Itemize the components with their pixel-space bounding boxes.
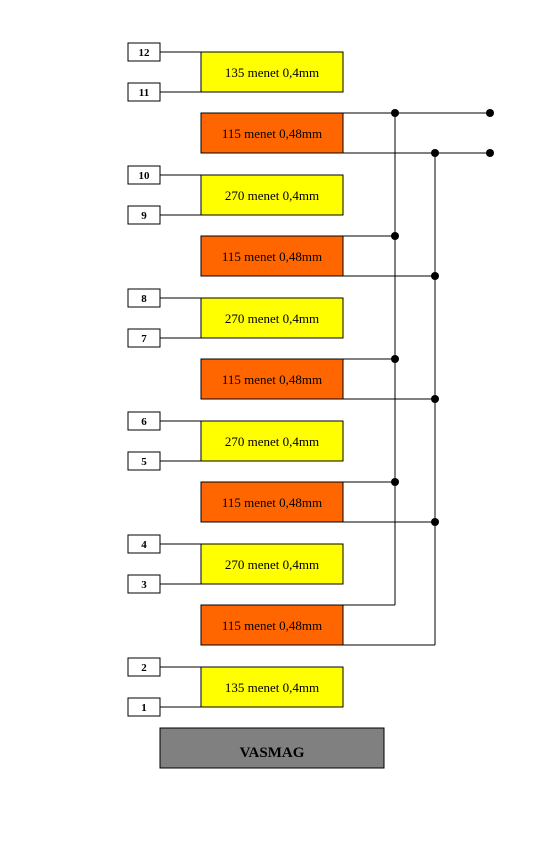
terminal-number: 3 (141, 579, 147, 591)
junction-dot (431, 149, 439, 157)
junction-dot (431, 395, 439, 403)
terminal-number: 2 (141, 662, 147, 674)
terminal-number: 10 (139, 170, 151, 182)
terminal-box (127, 328, 161, 348)
coil: 270 menet 0,4mm (200, 174, 344, 216)
coil-label: 135 menet 0,4mm (225, 680, 319, 695)
coil-box (200, 358, 344, 400)
coil: 115 menet 0,48mm (200, 358, 344, 400)
coil: 115 menet 0,48mm (200, 112, 344, 154)
coil-box (200, 420, 344, 462)
terminal: 5 (127, 451, 161, 471)
output-terminal-dot (486, 109, 494, 117)
terminal: 6 (127, 411, 161, 431)
coil-label: 115 menet 0,48mm (222, 249, 322, 264)
terminal-box (127, 697, 161, 717)
coil: 115 menet 0,48mm (200, 235, 344, 277)
junction-dot (391, 232, 399, 240)
terminal: 2 (127, 657, 161, 677)
terminal-number: 11 (139, 87, 149, 99)
junction-dot (431, 518, 439, 526)
coil-box (200, 297, 344, 339)
iron-core-box (159, 727, 385, 769)
terminal: 11 (127, 82, 161, 102)
junction-dot (391, 109, 399, 117)
terminal-number: 1 (141, 702, 147, 714)
terminal: 10 (127, 165, 161, 185)
coil-box (200, 604, 344, 646)
terminal-box (127, 165, 161, 185)
coils: 135 menet 0,4mm 115 menet 0,48mm 270 menet… (200, 51, 344, 708)
terminal-number: 7 (141, 333, 147, 345)
terminal-number: 5 (141, 456, 147, 468)
coil: 270 menet 0,4mm (200, 420, 344, 462)
terminal-box (127, 657, 161, 677)
coil-label: 115 menet 0,48mm (222, 372, 322, 387)
wires (160, 51, 490, 708)
terminal-box (127, 288, 161, 308)
coil-label: 115 menet 0,48mm (222, 618, 322, 633)
terminal-number: 12 (139, 47, 151, 59)
terminal: 9 (127, 205, 161, 225)
terminal: 1 (127, 697, 161, 717)
coil-box (200, 543, 344, 585)
coil: 270 menet 0,4mm (200, 543, 344, 585)
junction-dots (391, 109, 494, 526)
coil-box (200, 666, 344, 708)
terminal: 7 (127, 328, 161, 348)
terminal-number: 9 (141, 210, 147, 222)
terminal-box (127, 451, 161, 471)
coil-label: 270 menet 0,4mm (225, 434, 319, 449)
terminal-box (127, 82, 161, 102)
terminal-box (127, 574, 161, 594)
coil: 135 menet 0,4mm (200, 666, 344, 708)
coil-label: 270 menet 0,4mm (225, 188, 319, 203)
terminals: 12 11 10 9 8 7 6 5 4 3 2 1 (127, 42, 161, 717)
coil-box (200, 51, 344, 93)
coil-box (200, 174, 344, 216)
terminal-box (127, 534, 161, 554)
coil-label: 115 menet 0,48mm (222, 495, 322, 510)
junction-dot (391, 478, 399, 486)
coil: 270 menet 0,4mm (200, 297, 344, 339)
iron-core: VASMAG (159, 727, 385, 769)
coil-label: 270 menet 0,4mm (225, 311, 319, 326)
coil-label: 115 menet 0,48mm (222, 126, 322, 141)
coil-box (200, 112, 344, 154)
terminal-number: 4 (141, 539, 147, 551)
terminal-box (127, 205, 161, 225)
coil-box (200, 481, 344, 523)
junction-dot (431, 272, 439, 280)
coil-label: 270 menet 0,4mm (225, 557, 319, 572)
coil: 115 menet 0,48mm (200, 604, 344, 646)
coil: 135 menet 0,4mm (200, 51, 344, 93)
coil-label: 135 menet 0,4mm (225, 65, 319, 80)
coil-box (200, 235, 344, 277)
output-terminal-dot (486, 149, 494, 157)
terminal-number: 6 (141, 416, 147, 428)
coil: 115 menet 0,48mm (200, 481, 344, 523)
terminal: 8 (127, 288, 161, 308)
terminal-number: 8 (141, 293, 147, 305)
terminal: 4 (127, 534, 161, 554)
terminal: 12 (127, 42, 161, 62)
terminal-box (127, 42, 161, 62)
junction-dot (391, 355, 399, 363)
iron-core-label: VASMAG (240, 745, 305, 761)
terminal: 3 (127, 574, 161, 594)
terminal-box (127, 411, 161, 431)
